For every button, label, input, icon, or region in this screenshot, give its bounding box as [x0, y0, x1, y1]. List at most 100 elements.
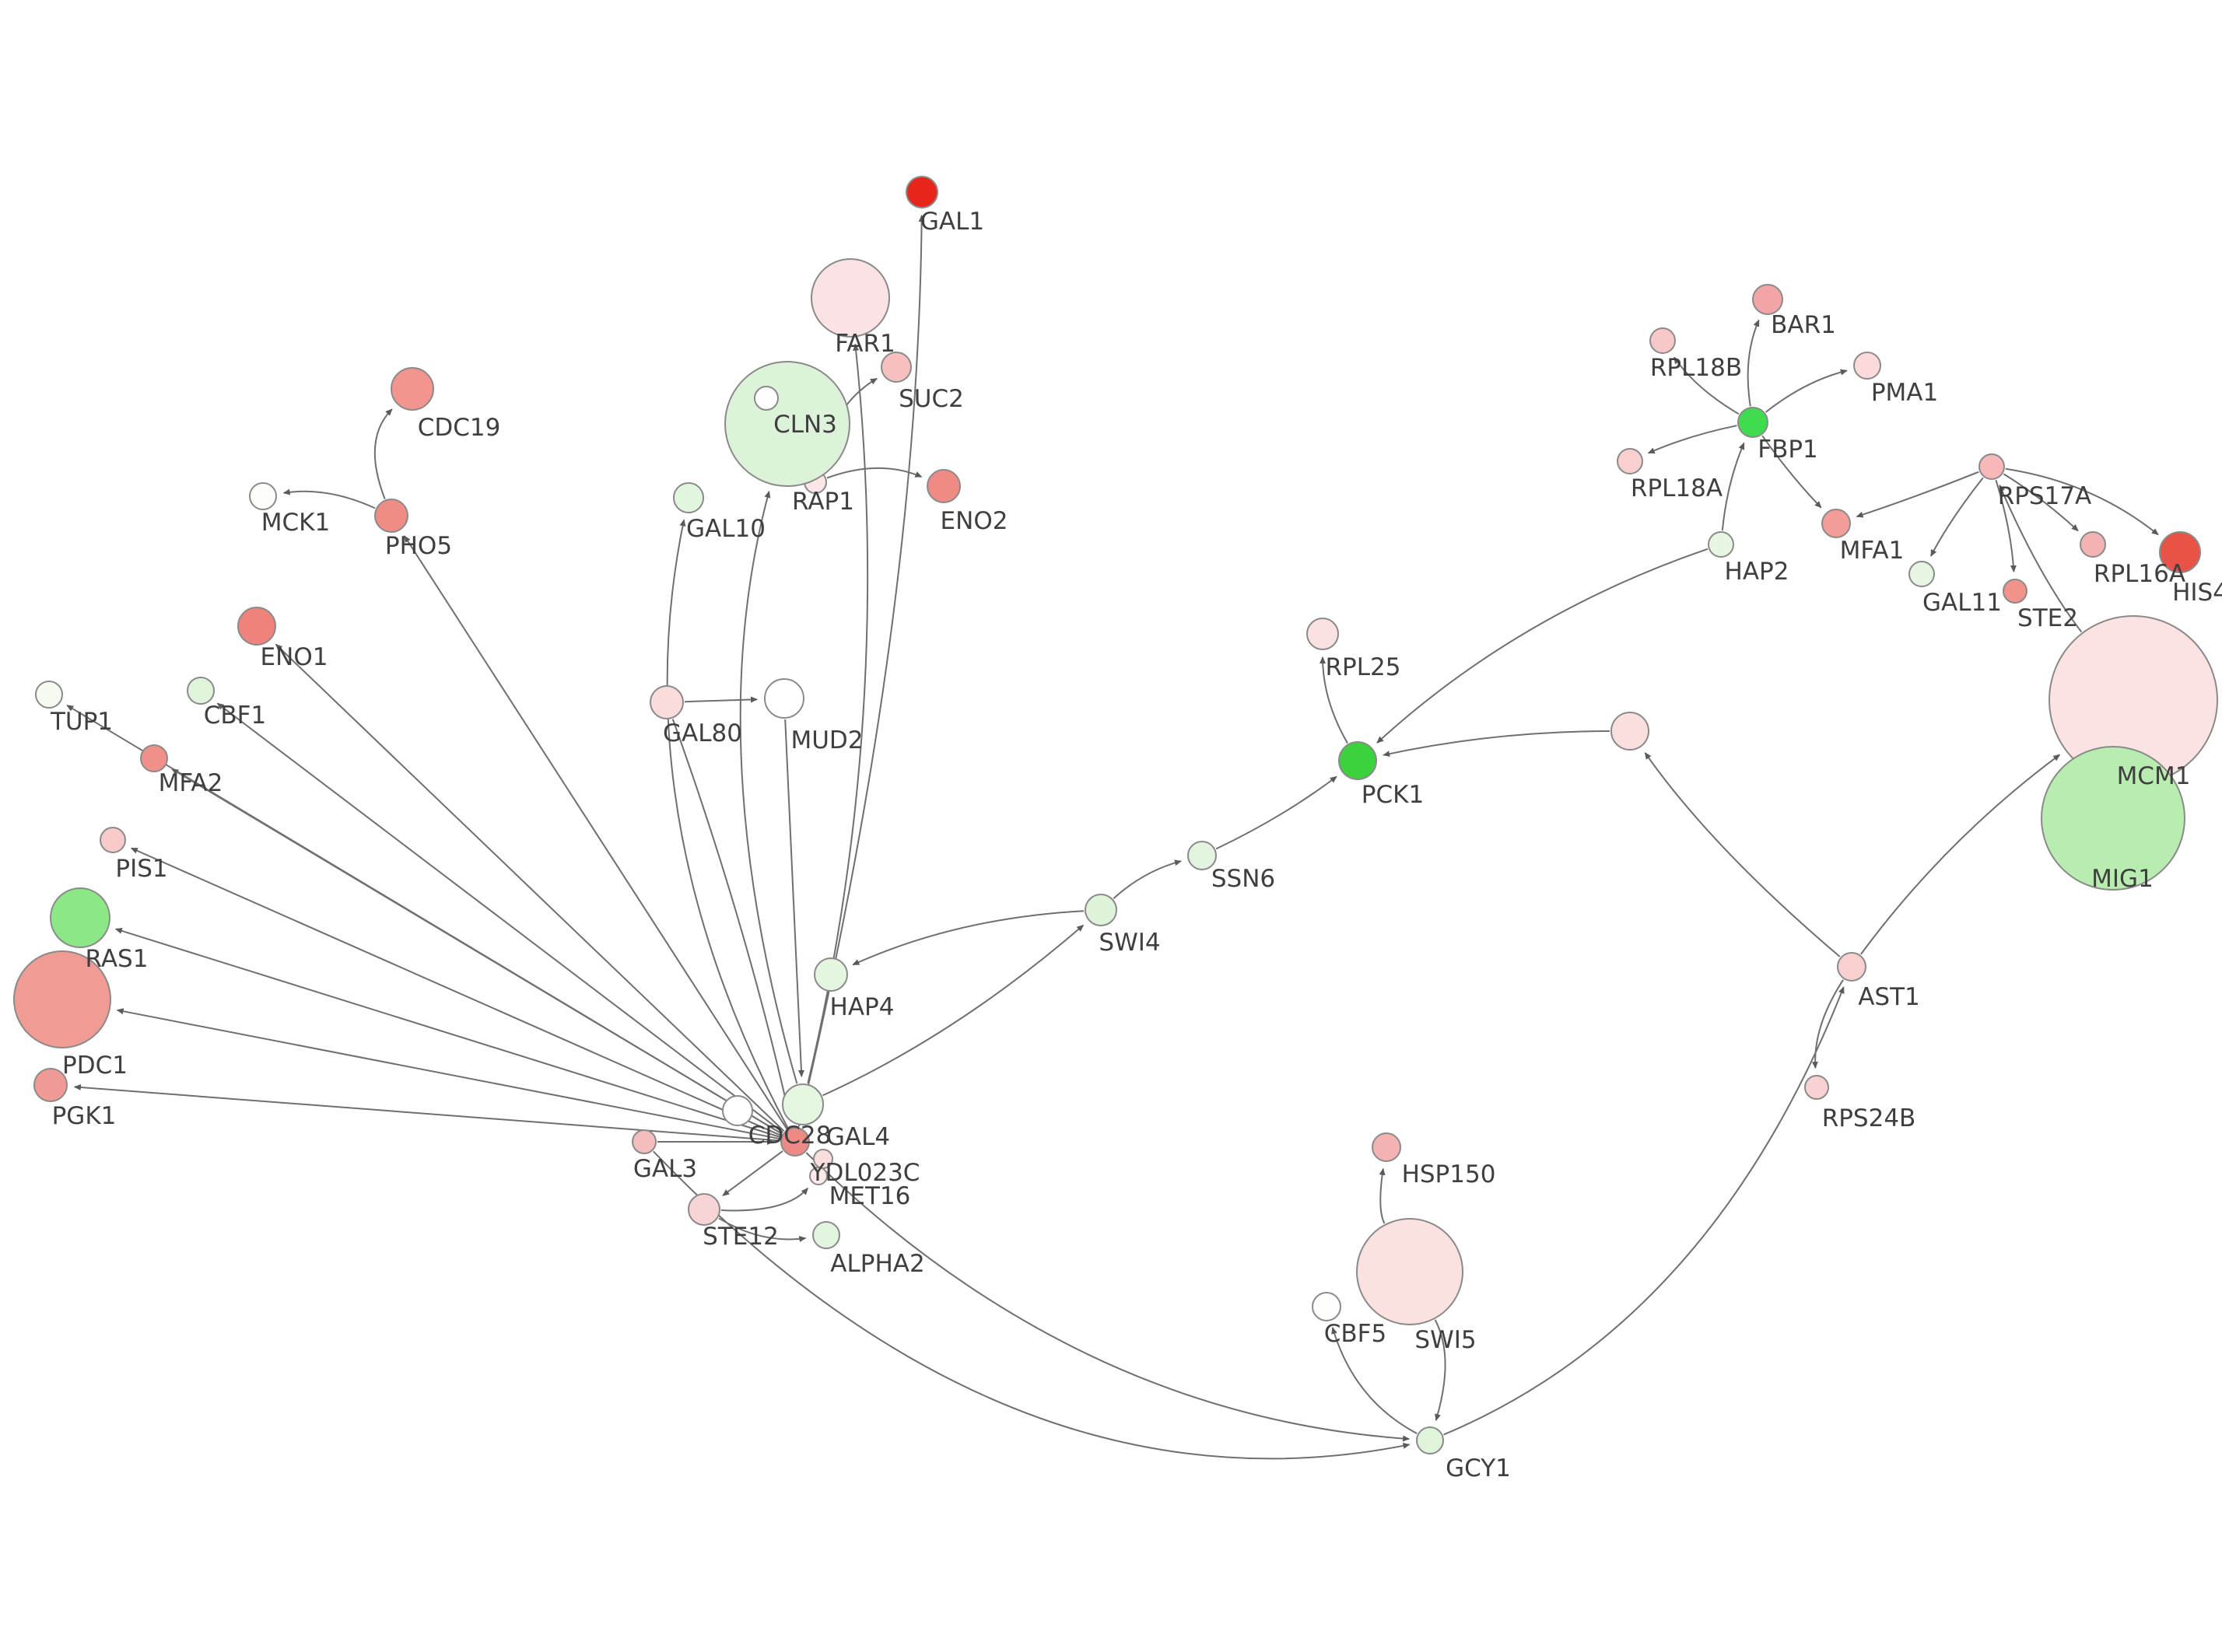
- node-suc2[interactable]: [881, 352, 912, 383]
- node-eno2[interactable]: [927, 469, 961, 503]
- node-swi4[interactable]: [1085, 894, 1117, 926]
- edge-gal4-cbf1[interactable]: [216, 702, 783, 1133]
- edge-ast1-mcm1[interactable]: [1860, 754, 2061, 955]
- edge-gal80-gal4[interactable]: [671, 719, 793, 1122]
- node-far1[interactable]: [811, 258, 890, 338]
- edge-mud2-cdc28[interactable]: [784, 719, 804, 1077]
- edge-gal4-gal1[interactable]: [797, 215, 925, 1127]
- node-node-b[interactable]: [722, 1095, 753, 1126]
- edge-cdc28-swi4[interactable]: [822, 924, 1085, 1097]
- node-rpl18b[interactable]: [1649, 327, 1676, 354]
- edge-gal4-pis1[interactable]: [130, 847, 782, 1136]
- node-cbf5[interactable]: [1312, 1292, 1341, 1321]
- node-ras1[interactable]: [50, 887, 110, 948]
- node-mud2[interactable]: [764, 678, 804, 719]
- edge-rap1-eno2[interactable]: [826, 467, 923, 479]
- node-node-a[interactable]: [754, 386, 779, 411]
- edge-rps17a-mfa1[interactable]: [1856, 471, 1979, 518]
- edge-pck1-rpl25[interactable]: [1320, 656, 1348, 744]
- node-gal4[interactable]: [780, 1127, 810, 1157]
- node-cln3[interactable]: [724, 361, 850, 487]
- edge-gal4-gcy1[interactable]: [805, 1152, 1411, 1442]
- node-gal10[interactable]: [673, 482, 704, 513]
- edge-swi5-gcy1[interactable]: [1434, 1319, 1446, 1422]
- edge-node-c-pck1[interactable]: [1383, 730, 1610, 758]
- node-eno1[interactable]: [237, 607, 276, 646]
- node-pma1[interactable]: [1853, 352, 1881, 380]
- node-mfa1[interactable]: [1821, 509, 1851, 538]
- edge-ste12-met16[interactable]: [720, 1188, 808, 1212]
- edge-rps17a-gal11[interactable]: [1930, 477, 1984, 557]
- edge-fbp1-bar1[interactable]: [1747, 319, 1760, 407]
- node-pgk1[interactable]: [33, 1068, 68, 1102]
- edge-ssn6-pck1[interactable]: [1215, 775, 1337, 850]
- node-gcy1[interactable]: [1416, 1426, 1444, 1454]
- edge-cdc28-cln3[interactable]: [739, 490, 798, 1084]
- node-ste12[interactable]: [688, 1193, 720, 1226]
- edge-gal4-eno1[interactable]: [275, 643, 785, 1132]
- node-hap4[interactable]: [814, 957, 848, 992]
- node-rpl25[interactable]: [1306, 618, 1339, 650]
- edge-gal4-mfa2[interactable]: [171, 768, 783, 1135]
- node-cbf1[interactable]: [187, 677, 215, 705]
- edge-gal4-ste12[interactable]: [722, 1150, 783, 1196]
- edge-gal4-gal10[interactable]: [666, 519, 789, 1129]
- edge-gal4-pdc1[interactable]: [116, 1008, 780, 1140]
- edge-fbp1-pma1[interactable]: [1765, 369, 1848, 413]
- edge-hap2-fbp1[interactable]: [1721, 442, 1745, 531]
- node-tup1[interactable]: [35, 681, 63, 709]
- edge-fbp1-rpl18b[interactable]: [1673, 356, 1740, 415]
- edge-pho5-cdc19[interactable]: [373, 408, 393, 499]
- edge-rps17a-ste2[interactable]: [1995, 479, 2017, 572]
- edge-gcy1-ast1[interactable]: [1443, 986, 1845, 1436]
- node-bar1[interactable]: [1752, 284, 1783, 315]
- edge-swi4-ssn6[interactable]: [1113, 859, 1182, 899]
- edge-hap2-pck1[interactable]: [1376, 548, 1709, 744]
- edge-ast1-rps24b[interactable]: [1811, 979, 1844, 1069]
- node-ast1[interactable]: [1837, 952, 1866, 982]
- edge-ast1-node-c[interactable]: [1644, 752, 1841, 957]
- node-hap2[interactable]: [1708, 531, 1734, 558]
- edge-gal80-mud2[interactable]: [684, 696, 758, 703]
- node-gal3[interactable]: [632, 1129, 657, 1154]
- node-ste2[interactable]: [2003, 579, 2027, 604]
- node-gal11[interactable]: [1908, 561, 1935, 587]
- node-ydl023c[interactable]: [813, 1149, 833, 1169]
- edge-gal4-pgk1[interactable]: [73, 1084, 780, 1142]
- node-swi5[interactable]: [1356, 1218, 1463, 1325]
- node-rps24b[interactable]: [1804, 1075, 1829, 1100]
- edge-pho5-mck1[interactable]: [282, 488, 376, 509]
- node-pdc1[interactable]: [13, 950, 111, 1048]
- edge-mcm1-rps17a[interactable]: [1999, 484, 2083, 633]
- node-node-c[interactable]: [1610, 712, 1649, 751]
- node-rpl16a[interactable]: [2080, 531, 2106, 558]
- node-ssn6[interactable]: [1187, 841, 1217, 870]
- edge-swi5-hsp150[interactable]: [1379, 1167, 1386, 1224]
- node-mig1[interactable]: [2041, 746, 2185, 891]
- node-met16[interactable]: [809, 1167, 828, 1185]
- edge-rps17a-rpl16a[interactable]: [2003, 473, 2079, 532]
- edge-gal3-gcy1[interactable]: [653, 1150, 1411, 1460]
- edge-ste12-alpha2[interactable]: [718, 1217, 807, 1243]
- node-cdc19[interactable]: [391, 367, 434, 411]
- edge-swi4-hap4[interactable]: [852, 910, 1085, 966]
- node-his4[interactable]: [2159, 531, 2201, 573]
- edge-gal4-ras1[interactable]: [114, 927, 781, 1138]
- node-gal80[interactable]: [650, 685, 684, 719]
- node-rps17a[interactable]: [1978, 453, 2005, 480]
- node-pho5[interactable]: [374, 499, 408, 533]
- node-cdc28[interactable]: [782, 1083, 824, 1125]
- node-mck1[interactable]: [249, 482, 277, 510]
- node-mfa2[interactable]: [140, 744, 168, 772]
- edge-rps17a-his4[interactable]: [2005, 467, 2159, 536]
- node-alpha2[interactable]: [812, 1221, 840, 1249]
- node-rpl18a[interactable]: [1617, 448, 1643, 474]
- node-pck1[interactable]: [1338, 741, 1377, 780]
- node-hsp150[interactable]: [1372, 1132, 1401, 1162]
- edge-fbp1-mfa1[interactable]: [1761, 435, 1822, 509]
- edge-fbp1-rpl18a[interactable]: [1647, 425, 1737, 454]
- node-fbp1[interactable]: [1737, 407, 1768, 438]
- node-pis1[interactable]: [100, 827, 126, 853]
- node-gal1[interactable]: [906, 176, 938, 208]
